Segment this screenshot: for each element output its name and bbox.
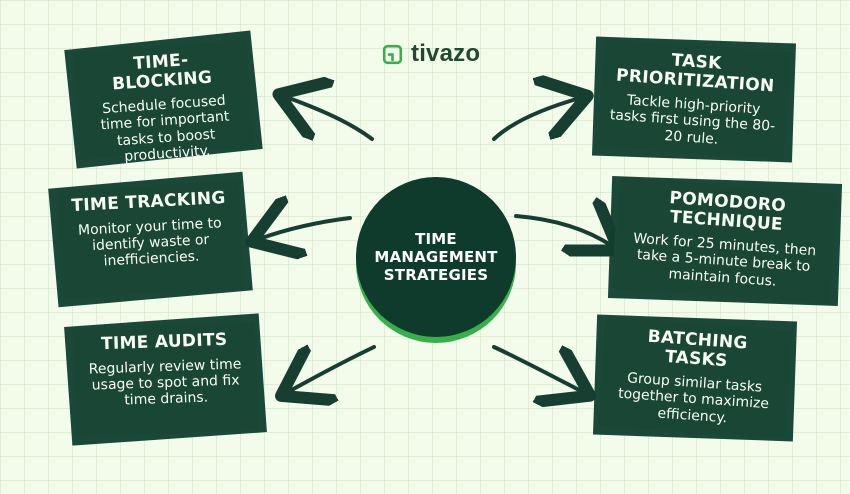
card-body: TIME-BLOCKING Schedule focused time for … [71, 37, 256, 165]
tivazo-logo-icon [382, 44, 403, 64]
card-description: Monitor your time to identify waste or i… [77, 214, 223, 270]
time-tracking-card: TIME TRACKING Monitor your time to ident… [55, 179, 246, 300]
center-topic-title: TIME MANAGEMENT STRATEGIES [374, 230, 497, 284]
card-title: TIME-BLOCKING [111, 50, 213, 95]
card-description: Schedule focused time for important task… [100, 93, 230, 165]
card-description: Group similar tasks together to maximize… [617, 370, 770, 426]
arrow-bottom-left [288, 347, 376, 392]
arrow-mid-left [259, 218, 352, 239]
card-description: Tackle high-priority tasks first using t… [609, 92, 776, 148]
center-topic: TIME MANAGEMENT STRATEGIES [356, 177, 516, 337]
brand-name: tivazo [411, 40, 481, 67]
card-body: TIME AUDITS Regularly review time usage … [71, 320, 260, 439]
card-title: TASK PRIORITIZATION [615, 50, 776, 97]
center-topic-line-1: TIME [415, 230, 457, 248]
arrow-top-left [286, 97, 374, 141]
card-body: BATCHING TASKS Group similar tasks toget… [596, 315, 794, 441]
batching-tasks-card: BATCHING TASKS Group similar tasks toget… [596, 315, 794, 441]
card-body: POMODORO TECHNIQUE Work for 25 minutes, … [611, 176, 839, 306]
card-title: TIME TRACKING [70, 188, 227, 217]
time-audits-card: TIME AUDITS Regularly review time usage … [71, 320, 260, 439]
arrow-bottom-right [492, 345, 583, 392]
card-body: TASK PRIORITIZATION Tackle high-priority… [595, 37, 793, 162]
card-body: TIME TRACKING Monitor your time to ident… [55, 179, 246, 300]
arrow-mid-right [514, 216, 612, 246]
card-description: Work for 25 minutes, then take a 5-minut… [632, 230, 817, 290]
center-topic-line-3: STRATEGIES [383, 266, 489, 284]
time-blocking-card: TIME-BLOCKING Schedule focused time for … [71, 37, 256, 165]
arrow-top-right [492, 98, 580, 141]
brand-logo: tivazo [382, 40, 480, 68]
task-prioritization-card: TASK PRIORITIZATION Tackle high-priority… [595, 37, 793, 162]
pomodoro-technique-card: POMODORO TECHNIQUE Work for 25 minutes, … [611, 176, 839, 306]
card-description: Regularly review time usage to spot and … [88, 356, 242, 409]
card-title: POMODORO TECHNIQUE [668, 188, 787, 235]
card-title: TIME AUDITS [100, 329, 228, 355]
card-title: BATCHING TASKS [647, 326, 749, 371]
center-topic-line-2: MANAGEMENT [374, 248, 498, 266]
